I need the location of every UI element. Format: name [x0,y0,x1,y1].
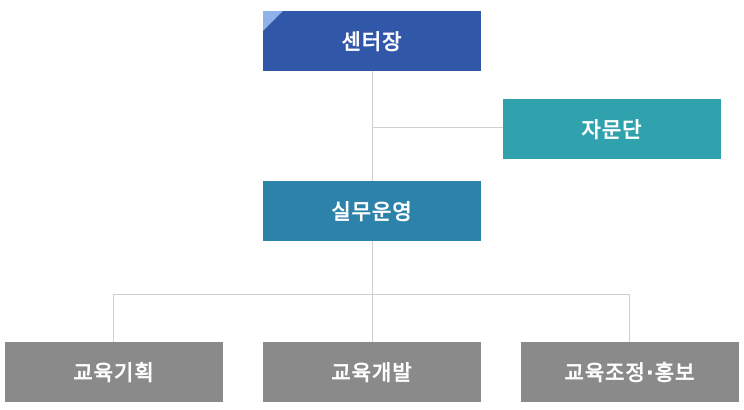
node-advisory-label: 자문단 [581,118,643,142]
connector-advisory-horizontal [372,127,503,128]
connector-teams-horizontal [113,294,630,295]
node-operations-label: 실무운영 [331,200,413,224]
node-director-label: 센터장 [341,30,403,54]
connector-team-left-vertical [113,294,114,344]
node-team-planning-label: 교육기획 [73,361,155,385]
node-team-planning: 교육기획 [5,342,223,402]
node-team-coordination-label: 교육조정·홍보 [564,361,696,385]
node-team-development: 교육개발 [263,342,481,402]
node-advisory: 자문단 [503,99,721,159]
corner-accent [263,11,283,31]
connector-team-right-vertical [629,294,630,344]
node-director: 센터장 [263,11,481,71]
node-operations: 실무운영 [263,181,481,241]
node-team-coordination: 교육조정·홍보 [521,342,739,402]
node-team-development-label: 교육개발 [331,361,413,385]
